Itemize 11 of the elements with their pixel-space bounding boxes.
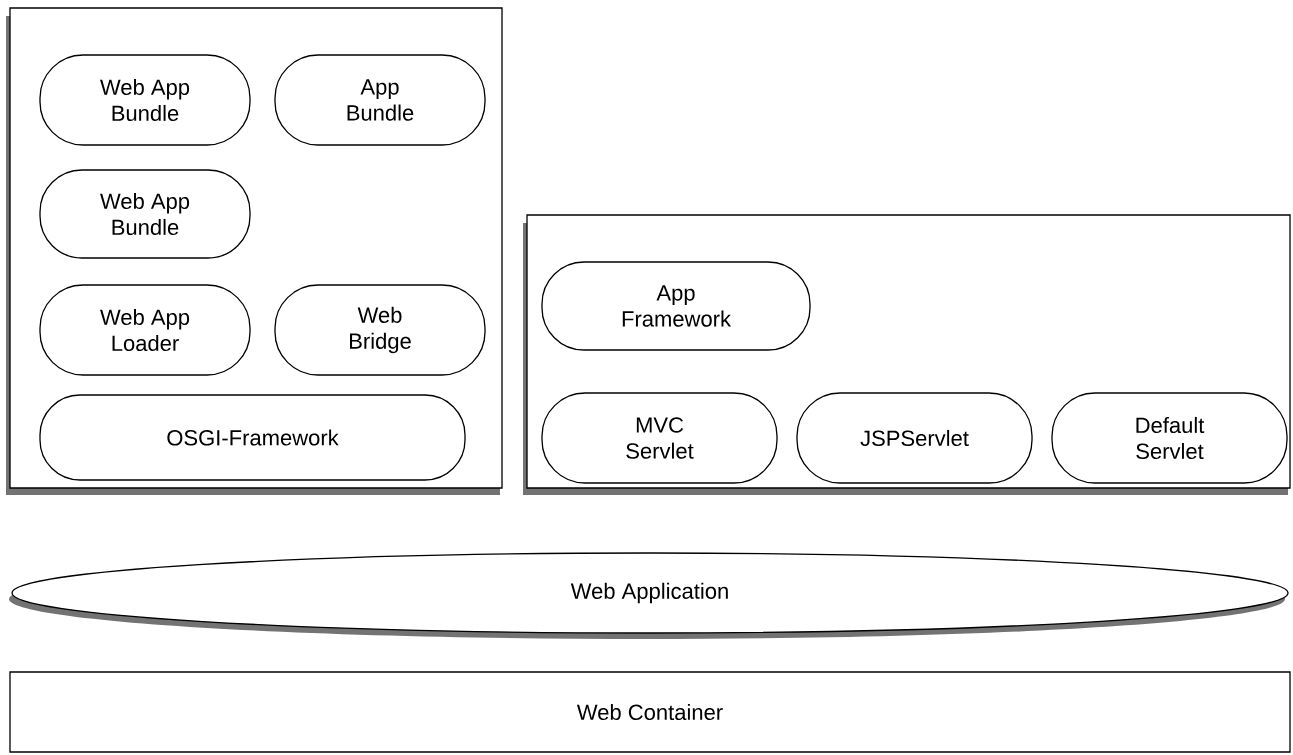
component-pill: Web Bridge bbox=[274, 284, 486, 376]
component-pill: OSGI-Framework bbox=[39, 394, 466, 481]
component-pill: App Framework bbox=[541, 261, 811, 351]
component-pill: Default Servlet bbox=[1051, 392, 1288, 484]
component-pill: Web App Bundle bbox=[39, 54, 251, 146]
component-pill: Web App Bundle bbox=[39, 169, 251, 259]
container-box: Web Container bbox=[9, 671, 1291, 753]
component-pill: Web App Loader bbox=[39, 284, 251, 376]
component-pill: App Bundle bbox=[274, 54, 486, 146]
component-pill: MVC Servlet bbox=[541, 392, 778, 484]
component-pill: JSPServlet bbox=[796, 392, 1033, 484]
